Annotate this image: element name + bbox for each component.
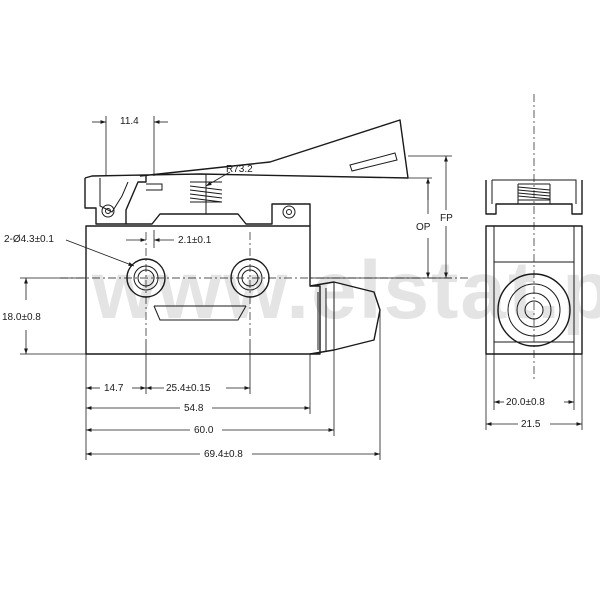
dim-hole-offset: 2.1±0.1 [178, 235, 212, 246]
lever-bracket [84, 176, 147, 225]
dim-hole-edge: 14.7 [104, 383, 124, 394]
dim-hole-spacing: 25.4±0.15 [166, 383, 211, 394]
dim-overall: 69.4±0.8 [204, 449, 243, 460]
dim-body-height: 18.0±0.8 [2, 312, 41, 323]
side-dimensions: 20.0±0.8 21.5 [485, 354, 583, 430]
dim-60-0: 60.0 [194, 425, 214, 436]
dim-op: OP [416, 222, 431, 233]
side-view [485, 94, 583, 380]
dim-side-outer: 21.5 [521, 419, 541, 430]
body-top [126, 203, 311, 226]
side-spring [517, 183, 551, 204]
dim-mount-holes: 2-Ø4.3±0.1 [4, 234, 54, 245]
right-pin [282, 205, 296, 219]
dim-54-8: 54.8 [184, 403, 204, 414]
dim-fp: FP [440, 213, 453, 224]
lever-roller-slot [349, 152, 398, 172]
watermark: www.elstat.pl [91, 245, 600, 336]
spring [189, 174, 223, 214]
dim-side-inner: 20.0±0.8 [506, 397, 545, 408]
dim-11-4: 11.4 [120, 116, 139, 127]
lever-pivot [101, 204, 115, 218]
front-dimensions: 11.4 R73.2 2-Ø4.3±0.1 2.1±0.1 OP FP 18.0… [2, 116, 453, 460]
dim-radius: R73.2 [226, 164, 253, 175]
